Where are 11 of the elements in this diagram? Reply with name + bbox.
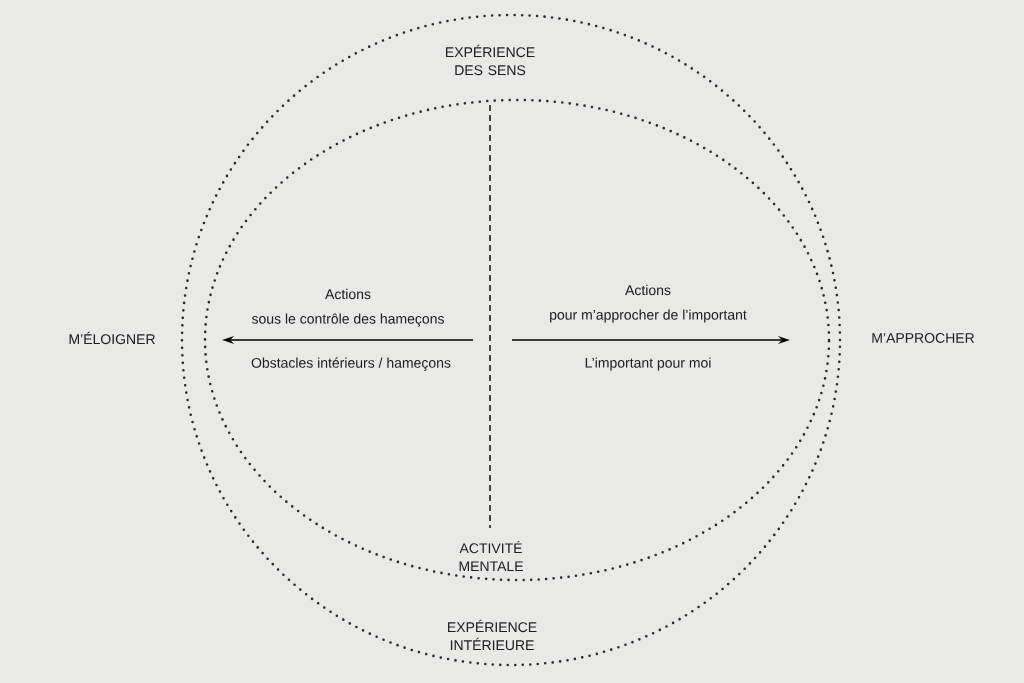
- axis-label: EXPÉRIENCE INTÉRIEURE: [448, 619, 537, 651]
- quadrant-heading: Actions: [325, 288, 371, 300]
- direction-label: M’ÉLOIGNER: [69, 331, 155, 345]
- axis-label: EXPÉRIENCE DES SENS: [446, 44, 535, 76]
- direction-label: M’APPROCHER: [872, 333, 975, 343]
- axis-label: ACTIVITÉ MENTALE: [459, 540, 523, 572]
- quadrant-text: L’important pour moi: [585, 357, 711, 371]
- quadrant-text: sous le contrôle des hameçons: [251, 313, 444, 327]
- quadrant-text: pour m’approcher de l’important: [550, 309, 747, 323]
- quadrant-heading: Actions: [625, 284, 671, 296]
- quadrant-text: Obstacles intérieurs / hameçons: [251, 357, 451, 371]
